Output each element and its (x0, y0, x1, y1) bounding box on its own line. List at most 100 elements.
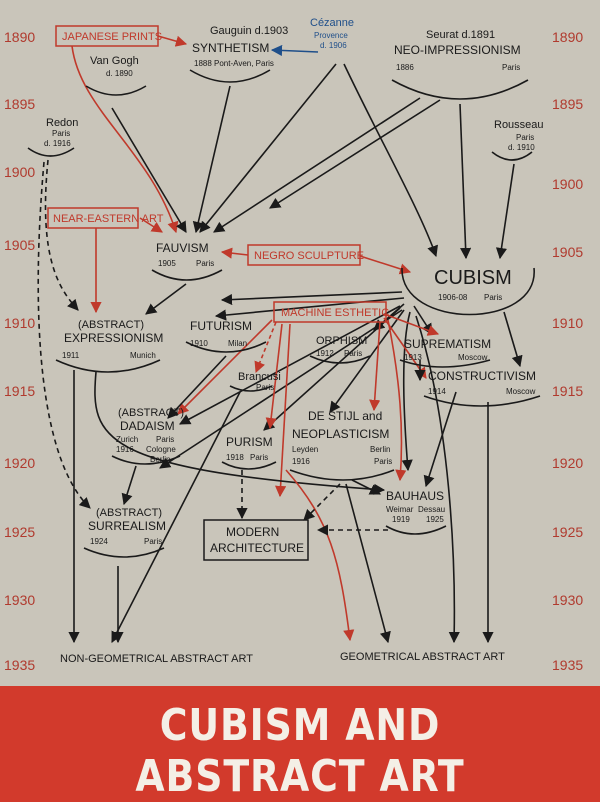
synthetism-arc (189, 69, 271, 83)
node-gauguin: Gauguin d.1903 (210, 25, 288, 37)
edge-neo-fauvism (213, 97, 421, 233)
year-label: 1935 (4, 657, 35, 673)
year-label: 1920 (552, 455, 583, 471)
edge-destijl-bauhaus (351, 479, 382, 495)
edge-fauvism-expressionism (145, 283, 187, 315)
edge-destijl-geometrical (345, 483, 391, 644)
edge-redon-expressionism (44, 159, 79, 311)
node-geometrical: GEOMETRICAL ABSTRACT ART (340, 651, 505, 663)
node-dada-zurich: Zurich (116, 435, 138, 444)
bauhaus-arc (385, 525, 447, 535)
node-modern-architecture-line2: ARCHITECTURE (210, 541, 304, 555)
node-redon-place: Paris (52, 129, 70, 138)
year-label: 1935 (552, 657, 583, 673)
node-synthetism: SYNTHETISM (192, 41, 269, 55)
edge-cezanne-fauvism (199, 63, 337, 233)
node-dada-year: 1916 (116, 445, 134, 454)
year-label: 1915 (552, 383, 583, 399)
purism-arc (221, 461, 277, 470)
edge-machine-suprematism (383, 313, 440, 336)
node-labels: JAPANESE PRINTS Gauguin d.1903 SYNTHETIS… (44, 17, 544, 665)
fauvism-arc (151, 269, 223, 281)
node-futurism-year: 1910 (190, 339, 208, 348)
node-dada-cologne: Cologne (146, 445, 176, 454)
year-label: 1925 (552, 524, 583, 540)
node-suprematism-place: Moscow (458, 353, 488, 362)
node-bauhaus: BAUHAUS (386, 489, 444, 503)
dadaism-arc (111, 455, 181, 465)
orphism-arc (309, 355, 371, 364)
year-label: 1930 (552, 592, 583, 608)
node-constructivism-place: Moscow (506, 387, 536, 396)
node-rousseau-death: d. 1910 (508, 143, 535, 152)
node-cezanne-death: d. 1906 (320, 41, 347, 50)
futurism-arc (185, 341, 267, 353)
node-dadaism-line1: (ABSTRACT) (118, 407, 184, 419)
node-dadaism-line2: DADAISM (120, 419, 175, 433)
node-rousseau-place: Paris (516, 133, 534, 142)
node-redon-death: d. 1916 (44, 139, 71, 148)
expressionism-arc (55, 359, 161, 373)
box-modern-architecture (203, 519, 309, 561)
node-bauhaus-1919: 1919 (392, 515, 410, 524)
node-brancusi-place: Paris (256, 383, 274, 392)
node-suprematism-year: 1913 (404, 353, 422, 362)
node-destijl-paris: Paris (374, 457, 392, 466)
edge-cubism-futurism-2 (214, 297, 405, 321)
node-bauhaus-weimar: Weimar (386, 505, 414, 514)
year-label: 1910 (552, 315, 583, 331)
edge-machine-modern (274, 323, 291, 498)
node-redon: Redon (46, 117, 78, 129)
node-surrealism-line1: (ABSTRACT) (96, 507, 162, 519)
node-modern-architecture-line1: MODERN (226, 525, 279, 539)
node-purism-year: 1918 (226, 453, 244, 462)
year-label: 1910 (4, 315, 35, 331)
edge-cubism-futurism (220, 291, 403, 306)
node-surrealism-year: 1924 (90, 537, 108, 546)
node-destijl-berlin: Berlin (370, 445, 390, 454)
node-expressionism-line1: (ABSTRACT) (78, 319, 144, 331)
box-near-eastern-art (47, 207, 139, 229)
node-purism: PURISM (226, 435, 273, 449)
edge-cezanne-cubism (343, 63, 438, 258)
node-orphism-year: 1912 (316, 349, 334, 358)
node-arcs (27, 69, 541, 558)
node-fauvism-place: Paris (196, 259, 214, 268)
year-label: 1925 (4, 524, 35, 540)
node-bauhaus-dessau: Dessau (418, 505, 445, 514)
node-cezanne: Cézanne (310, 17, 354, 29)
node-rousseau: Rousseau (494, 119, 544, 131)
node-negro-sculpture: NEGRO SCULPTURE (254, 250, 364, 262)
edge-redon-surrealism (37, 161, 91, 509)
node-cubism-year: 1906-08 (438, 293, 468, 302)
node-machine-esthetic: MACHINE ESTHETIC (281, 307, 389, 319)
edge-neareastern-fauvism (139, 217, 163, 233)
node-synthetism-date: 1888 Pont-Aven, Paris (194, 59, 274, 68)
edge-cubism-bauhaus (401, 311, 413, 472)
constructivism-arc (423, 395, 541, 407)
edge-japanese-fauvism (71, 45, 179, 234)
node-orphism-place: Paris (344, 349, 362, 358)
node-purism-place: Paris (250, 453, 268, 462)
year-label: 1900 (552, 176, 583, 192)
edge-machine-destijl (369, 321, 381, 412)
edge-synthetism-fauvism (192, 85, 231, 234)
edge-cezanne-synthetism (270, 44, 319, 57)
box-japanese-prints (55, 25, 159, 47)
node-constructivism-year: 1914 (428, 387, 446, 396)
node-orphism: ORPHISM (316, 335, 367, 347)
year-scale-right: 1890 1895 1900 1905 1910 1915 1920 1925 … (552, 29, 583, 673)
year-label: 1905 (4, 237, 35, 253)
node-cubism-place: Paris (484, 293, 502, 302)
node-cezanne-place: Provence (314, 31, 348, 40)
year-label: 1930 (4, 592, 35, 608)
node-brancusi: Brancusi (238, 371, 281, 383)
edge-machine-brancusi (254, 321, 277, 374)
influence-arrows (37, 35, 523, 644)
node-near-eastern-art: NEAR-EASTERN ART (53, 213, 164, 225)
edge-cubism-geometrical (415, 315, 460, 644)
neo-arc (391, 79, 529, 100)
edge-machine-dadaism (177, 319, 273, 415)
node-expressionism-year: 1911 (62, 351, 80, 360)
vangogh-arc (85, 85, 147, 96)
